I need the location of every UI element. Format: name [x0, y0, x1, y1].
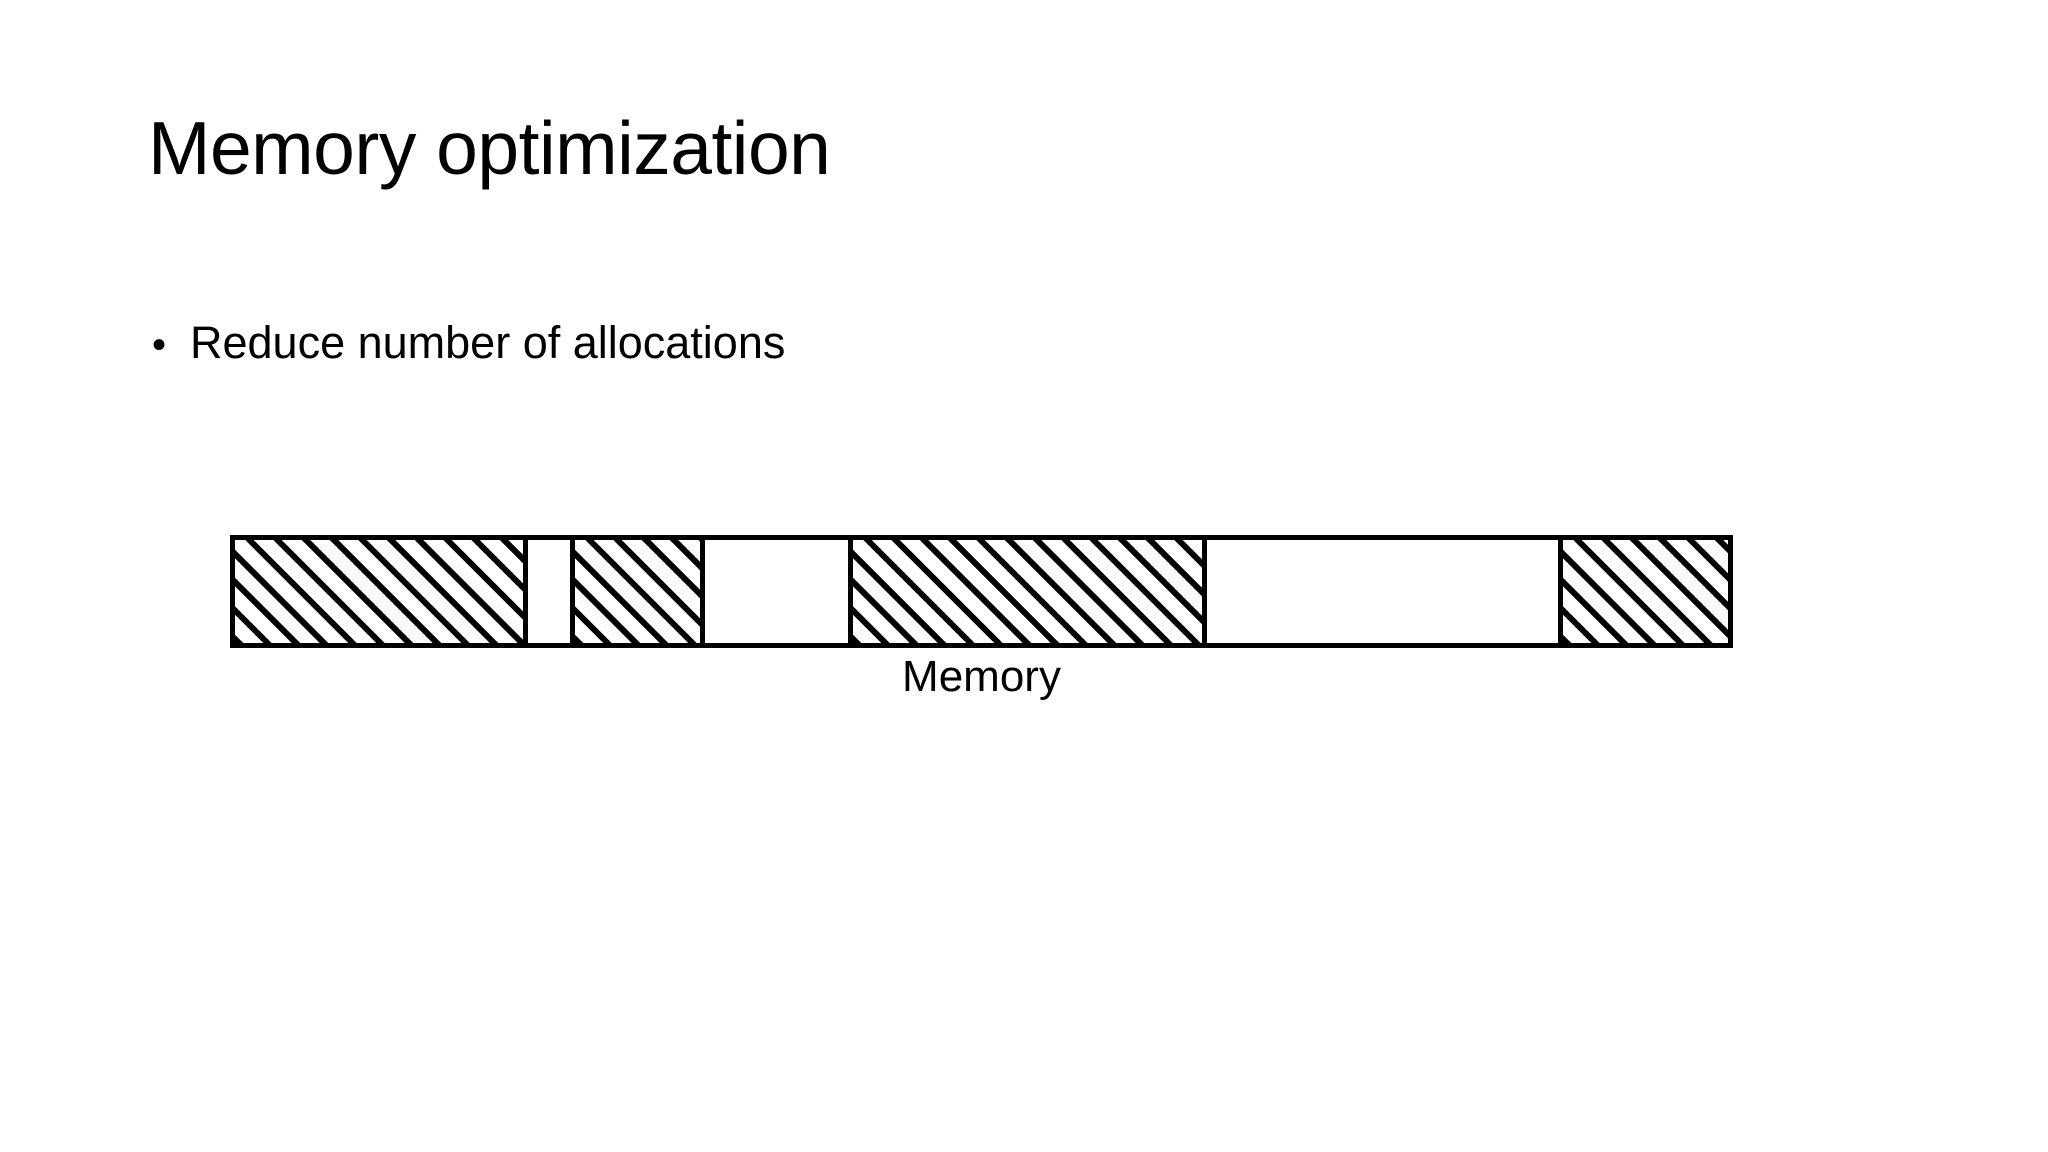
bullet-point-icon: • [152, 323, 167, 367]
free-block-2 [704, 540, 848, 643]
allocated-block-4 [1558, 540, 1728, 643]
free-block-3 [1207, 540, 1559, 643]
allocated-block-3 [847, 540, 1208, 643]
page-title: Memory optimization [148, 106, 831, 190]
memory-diagram [230, 535, 1733, 648]
memory-diagram-caption: Memory [902, 652, 1061, 701]
free-block-1 [528, 540, 570, 643]
bullet-item-label: Reduce number of allocations [190, 317, 786, 368]
list-item: • Reduce number of allocations [152, 316, 1852, 371]
allocated-block-2 [569, 540, 705, 643]
memory-bar-outline [230, 535, 1733, 648]
bullet-list: • Reduce number of allocations [152, 316, 1852, 371]
allocated-block-1 [235, 540, 529, 643]
